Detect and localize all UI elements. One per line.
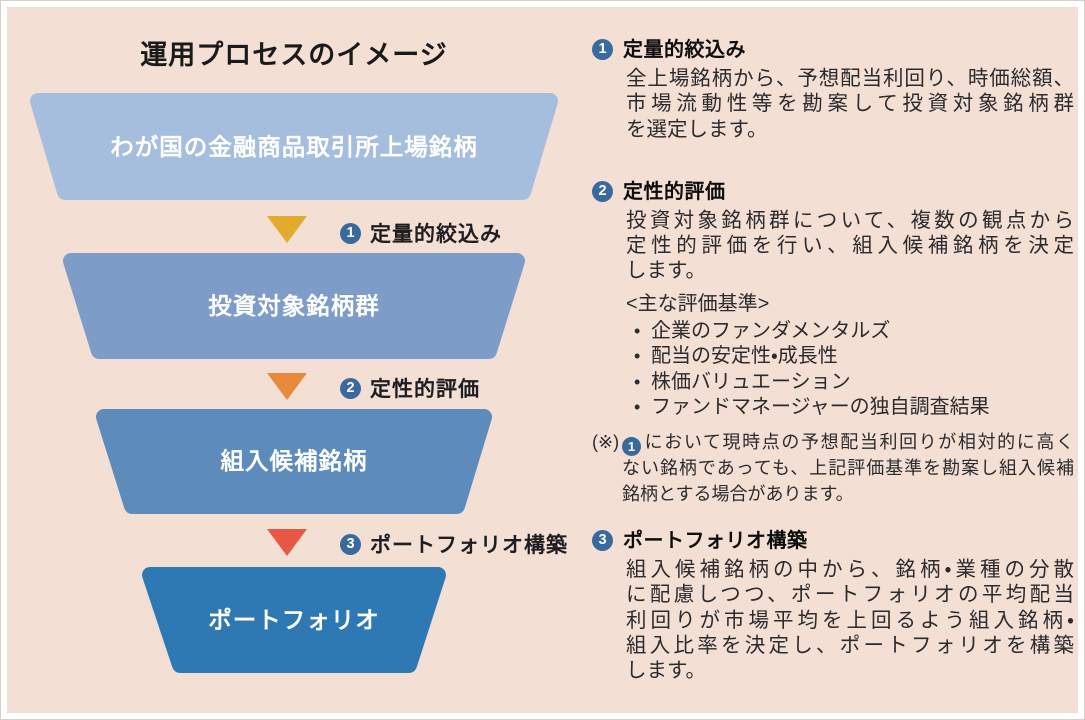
step-label-2: 2 定性的評価 [340, 373, 480, 403]
criteria-title: <主な評価基準> [626, 292, 770, 315]
funnel-stage-2-label: 投資対象銘柄群 [208, 292, 380, 319]
section-2-heading: 定性的評価 [623, 180, 726, 203]
body-line: に配慮しつつ、ポートフォリオの平均配当 [626, 583, 1074, 607]
funnel-stage-4-label: ポートフォリオ [208, 606, 380, 633]
funnel-diagram: わが国の金融商品取引所上場銘柄 投資対象銘柄群 組入候補銘柄 ポートフォリオ [30, 93, 558, 673]
section-portfolio-construction: 3 ポートフォリオ構築 組入候補銘柄の中から、銘柄・業種の分散 に配慮しつつ、ポ… [592, 528, 1074, 683]
body-line: 市場流動性等を勘案して投資対象銘柄群 [626, 92, 1074, 116]
step-3-number-badge: 3 [340, 533, 361, 555]
section-3-body: 組入候補銘柄の中から、銘柄・業種の分散 に配慮しつつ、ポートフォリオの平均配当 … [626, 557, 1074, 683]
funnel-stage-4-shape [142, 567, 446, 673]
funnel-stage-2-shape [63, 253, 525, 359]
criteria-item: 配当の安定性・成長性 [626, 344, 1074, 370]
criteria-item: 企業のファンダメンタルズ [626, 319, 1074, 345]
footnote-line: 銘柄とする場合があります。 [622, 483, 854, 504]
section-3-number-badge: 3 [592, 530, 613, 551]
criteria-item: ファンドマネージャーの独自調査結果 [626, 395, 1074, 421]
body-line: 投資対象銘柄群について、複数の観点から [626, 208, 1074, 232]
step-1-label-text: 定量的絞込み [370, 223, 502, 246]
body-line: 組入候補銘柄の中から、銘柄・業種の分散 [626, 558, 1074, 581]
funnel-stage-1-shape [30, 93, 558, 200]
section-3-heading-row: 3 ポートフォリオ構築 [592, 528, 1074, 554]
section-2-heading-row: 2 定性的評価 [592, 179, 1074, 205]
body-line: します。 [626, 659, 706, 683]
body-line: 組入比率を決定し、ポートフォリオを構築 [626, 633, 1074, 657]
down-arrow-icon-2 [267, 373, 307, 400]
criteria-list: 企業のファンダメンタルズ 配当の安定性・成長性 株価バリュエーション ファンドマ… [626, 319, 1074, 421]
body-line: します。 [626, 259, 706, 283]
footnote-line: ない銘柄であっても、上記評価基準を勘案し組入候補 [622, 458, 1074, 479]
step-2-label-text: 定性的評価 [370, 378, 480, 401]
section-quantitative-screening: 1 定量的絞込み 全上場銘柄から、予想配当利回り、時価総額、 市場流動性等を勘案… [592, 37, 1074, 142]
section-1-heading-row: 1 定量的絞込み [592, 37, 1074, 63]
body-line: を選定します。 [626, 117, 768, 141]
footnote-text: において現時点の予想配当利回りが相対的に高く [643, 432, 1074, 453]
down-arrow-icon-3 [267, 529, 307, 556]
step-1-number-badge: 1 [340, 222, 361, 244]
step-2-number-badge: 2 [340, 377, 361, 399]
section-qualitative-evaluation: 2 定性的評価 投資対象銘柄群について、複数の観点から 定性的評価を行い、組入候… [592, 179, 1074, 507]
section-3-heading: ポートフォリオ構築 [623, 530, 808, 552]
down-arrow-icon-1 [267, 216, 307, 243]
section-1-heading: 定量的絞込み [623, 39, 746, 61]
body-line: 利回りが市場平均を上回るよう組入銘柄・ [626, 608, 1074, 632]
footnote-number-badge: 1 [622, 437, 641, 457]
diagram-title: 運用プロセスのイメージ [140, 40, 448, 70]
section-1-number-badge: 1 [592, 39, 613, 60]
funnel-stage-3-label: 組入候補銘柄 [220, 447, 368, 474]
footnote-marker: (※) [592, 432, 620, 453]
criteria-item: 株価バリュエーション [626, 370, 1074, 396]
section-2-body: 投資対象銘柄群について、複数の観点から 定性的評価を行い、組入候補銘柄を決定 し… [626, 208, 1074, 284]
section-1-body: 全上場銘柄から、予想配当利回り、時価総額、 市場流動性等を勘案して投資対象銘柄群… [626, 66, 1074, 142]
body-line: 定性的評価を行い、組入候補銘柄を決定 [626, 234, 1074, 258]
funnel-stage-1-label: わが国の金融商品取引所上場銘柄 [110, 133, 478, 160]
funnel-stage-3-shape [96, 409, 492, 514]
body-line: 全上場銘柄から、予想配当利回り、時価総額、 [626, 67, 1074, 90]
step-label-1: 1 定量的絞込み [340, 218, 502, 248]
description-column: 1 定量的絞込み 全上場銘柄から、予想配当利回り、時価総額、 市場流動性等を勘案… [592, 37, 1074, 683]
section-2-number-badge: 2 [592, 180, 613, 202]
step-label-3: 3 ポートフォリオ構築 [340, 529, 568, 559]
step-3-label-text: ポートフォリオ構築 [370, 534, 568, 557]
